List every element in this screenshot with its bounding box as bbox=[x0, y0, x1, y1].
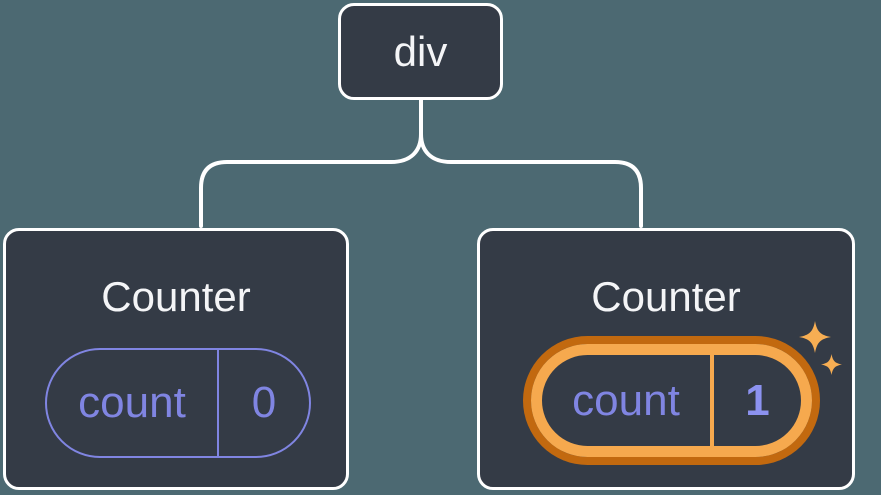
tree-node-div-label: div bbox=[393, 27, 448, 75]
state-pill-value-section: 0 bbox=[219, 350, 309, 456]
state-pill-divider bbox=[217, 350, 219, 456]
state-name-label: count bbox=[572, 375, 680, 425]
state-name-label: count bbox=[78, 378, 186, 427]
sparkle-icon-large bbox=[799, 321, 831, 353]
state-value: 0 bbox=[251, 378, 277, 427]
counter-title: Counter bbox=[591, 273, 741, 320]
state-pill-label-section: count bbox=[542, 355, 710, 446]
state-pill-count-0: count 0 bbox=[45, 348, 311, 458]
state-pill-value-section: 1 bbox=[714, 355, 801, 446]
state-pill-count-1-highlighted: count 1 bbox=[531, 344, 812, 457]
counter-title: Counter bbox=[101, 273, 251, 320]
state-pill-divider bbox=[710, 355, 714, 446]
connector-right-branch bbox=[419, 132, 643, 228]
counter-card-right: Counter count 1 bbox=[477, 228, 855, 490]
state-value: 1 bbox=[745, 375, 770, 425]
connector-left-branch bbox=[199, 132, 423, 228]
state-pill-label-section: count bbox=[47, 350, 217, 456]
tree-node-div: div bbox=[338, 3, 503, 100]
sparkle-icon-small bbox=[821, 354, 842, 375]
counter-card-left: Counter count 0 bbox=[3, 228, 349, 490]
